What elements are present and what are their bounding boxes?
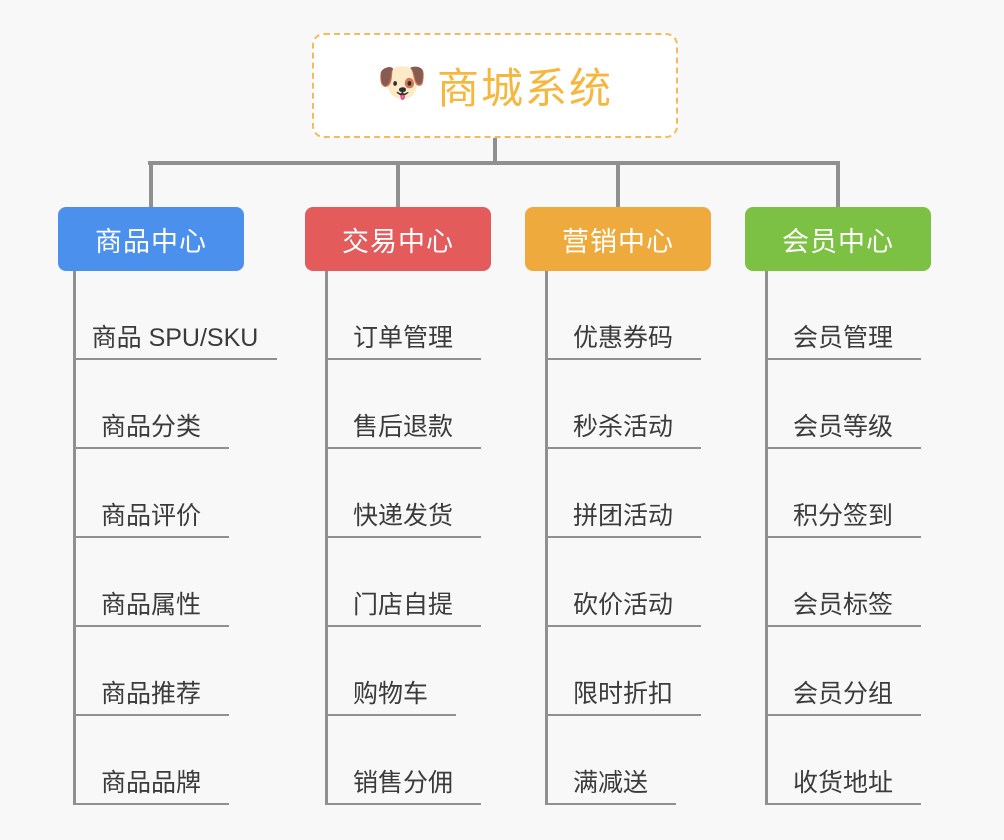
leaf-item-label: 商品评价 (100, 501, 201, 530)
leaf-item[interactable]: 会员等级 (765, 360, 921, 449)
leaf-item[interactable]: 销售分佣 (325, 716, 481, 805)
leaf-item-label: 秒杀活动 (572, 412, 673, 441)
branch-header-label: 商品中心 (95, 226, 207, 257)
branch-header-label: 营销中心 (562, 226, 674, 257)
leaf-item[interactable]: 商品品牌 (73, 716, 229, 805)
root-node[interactable]: 🐶 商城系统 (312, 33, 678, 138)
leaf-spine-trade-center (325, 271, 328, 805)
leaf-item-label: 售后退款 (352, 412, 453, 441)
leaf-item-label: 会员分组 (792, 679, 893, 708)
branch-header-label: 会员中心 (782, 226, 894, 257)
leaf-item[interactable]: 商品属性 (73, 538, 229, 627)
leaf-spine-marketing-center (545, 271, 548, 805)
leaf-item[interactable]: 限时折扣 (545, 627, 701, 716)
leaf-item[interactable]: 砍价活动 (545, 538, 701, 627)
leaf-item-label: 订单管理 (352, 323, 453, 352)
leaf-item[interactable]: 会员标签 (765, 538, 921, 627)
leaf-item-label: 会员等级 (792, 412, 893, 441)
leaf-item[interactable]: 商品推荐 (73, 627, 229, 716)
connector-horizontal-bus (148, 161, 840, 165)
leaf-item[interactable]: 门店自提 (325, 538, 481, 627)
leaf-item[interactable]: 会员管理 (765, 271, 921, 360)
connector-branch-stem-member-center (836, 161, 840, 207)
branch-header-product-center[interactable]: 商品中心 (58, 207, 244, 271)
leaf-item-label: 拼团活动 (572, 501, 673, 530)
leaf-spine-product-center (73, 271, 76, 805)
leaf-item-label: 商品 SPU/SKU (91, 323, 259, 352)
leaf-item-label: 满减送 (572, 768, 648, 797)
leaf-item-label: 购物车 (352, 679, 428, 708)
leaf-item[interactable]: 商品 SPU/SKU (73, 271, 277, 360)
leaf-item[interactable]: 快递发货 (325, 449, 481, 538)
leaf-item[interactable]: 购物车 (325, 627, 456, 716)
dog-face-icon: 🐶 (376, 60, 427, 105)
leaf-item[interactable]: 售后退款 (325, 360, 481, 449)
leaf-item-label: 商品分类 (100, 412, 201, 441)
leaf-item-label: 快递发货 (352, 501, 453, 530)
leaf-item-label: 商品属性 (100, 590, 201, 619)
leaf-item-label: 销售分佣 (352, 768, 453, 797)
leaf-item[interactable]: 优惠券码 (545, 271, 701, 360)
root-title: 商城系统 (436, 65, 613, 112)
branch-header-label: 交易中心 (342, 226, 454, 257)
leaf-item-label: 积分签到 (792, 501, 893, 530)
leaf-item[interactable]: 秒杀活动 (545, 360, 701, 449)
connector-branch-stem-trade-center (396, 161, 400, 207)
connector-root-stem (493, 138, 497, 164)
leaf-item[interactable]: 会员分组 (765, 627, 921, 716)
leaf-item[interactable]: 商品评价 (73, 449, 229, 538)
leaf-item[interactable]: 商品分类 (73, 360, 229, 449)
leaf-item-label: 商品推荐 (100, 679, 201, 708)
leaf-item-label: 收货地址 (792, 768, 893, 797)
leaf-item-label: 商品品牌 (100, 768, 201, 797)
leaf-item-label: 会员标签 (792, 590, 893, 619)
leaf-item[interactable]: 收货地址 (765, 716, 921, 805)
leaf-item[interactable]: 拼团活动 (545, 449, 701, 538)
leaf-item-label: 砍价活动 (572, 590, 673, 619)
connector-branch-stem-marketing-center (616, 161, 620, 207)
branch-header-trade-center[interactable]: 交易中心 (305, 207, 491, 271)
leaf-item-label: 门店自提 (352, 590, 453, 619)
leaf-item-label: 优惠券码 (572, 323, 673, 352)
leaf-item[interactable]: 满减送 (545, 716, 676, 805)
leaf-item-label: 会员管理 (792, 323, 893, 352)
leaf-item[interactable]: 订单管理 (325, 271, 481, 360)
leaf-item[interactable]: 积分签到 (765, 449, 921, 538)
branch-header-marketing-center[interactable]: 营销中心 (525, 207, 711, 271)
connector-branch-stem-product-center (149, 161, 153, 207)
branch-header-member-center[interactable]: 会员中心 (745, 207, 931, 271)
leaf-item-label: 限时折扣 (572, 679, 673, 708)
leaf-spine-member-center (765, 271, 768, 805)
